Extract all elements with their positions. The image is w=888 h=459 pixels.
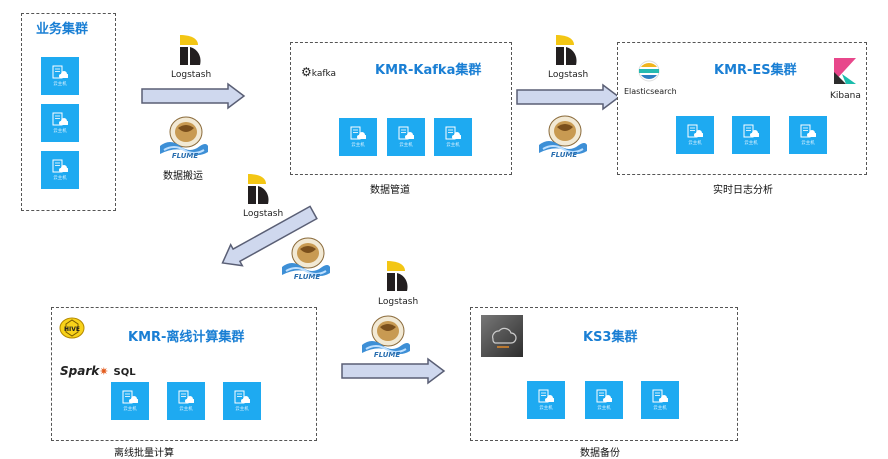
node-label: 云主机 (744, 141, 758, 146)
arrow-kafka-to-offline (221, 205, 318, 267)
host-icon (398, 126, 414, 140)
kafka-cluster: ⚙kafka KMR-Kafka集群 云主机 云主机 云主机 (290, 42, 512, 175)
business-cluster: 业务集群 云主机 云主机 云主机 (21, 13, 116, 211)
logstash-label: Logstash (171, 70, 212, 80)
kafka-icon: ⚙ (301, 65, 312, 79)
offline-node-1: 云主机 (111, 382, 149, 420)
host-icon (52, 112, 68, 126)
svg-text:HIVE: HIVE (64, 326, 80, 333)
node-label: 云主机 (688, 141, 702, 146)
host-icon (178, 390, 194, 404)
arrow-business-to-kafka (141, 82, 246, 110)
kafka-caption: 数据管道 (370, 185, 410, 196)
transfer-caption: 数据搬运 (163, 171, 203, 182)
es-node-3: 云主机 (789, 116, 827, 154)
offline-node-3: 云主机 (223, 382, 261, 420)
logstash-label: Logstash (243, 209, 284, 219)
node-label: 云主机 (653, 406, 667, 411)
flume-icon (537, 111, 589, 159)
business-node-3: 云主机 (41, 151, 79, 189)
offline-cluster: HIVE Spark✷ SQL KMR-离线计算集群 云主机 云主机 云主机 (51, 307, 317, 441)
spark-label: Spark (60, 364, 100, 378)
logstash-label: Logstash (378, 297, 419, 307)
offline-node-2: 云主机 (167, 382, 205, 420)
node-label: 云主机 (123, 407, 137, 412)
logstash-icon (383, 259, 413, 293)
elasticsearch-icon (638, 60, 660, 82)
es-node-2: 云主机 (732, 116, 770, 154)
node-label: 云主机 (539, 406, 553, 411)
host-icon (596, 389, 612, 403)
ks3-storage-icon (481, 315, 523, 357)
logstash-icon (176, 33, 206, 67)
elasticsearch-label: Elasticsearch (624, 87, 677, 96)
logstash-icon (244, 172, 274, 206)
host-icon (800, 124, 816, 138)
flume-icon (158, 112, 210, 160)
kafka-cluster-title: KMR-Kafka集群 (375, 63, 482, 78)
host-icon (234, 390, 250, 404)
host-icon (652, 389, 668, 403)
kafka-node-3: 云主机 (434, 118, 472, 156)
arrow-kafka-to-es (516, 83, 621, 111)
offline-cluster-title: KMR-离线计算集群 (128, 330, 245, 345)
node-label: 云主机 (446, 143, 460, 148)
es-cluster: Elasticsearch KMR-ES集群 Kibana 云主机 云主机 云主… (617, 42, 867, 175)
node-label: 云主机 (179, 407, 193, 412)
business-node-1: 云主机 (41, 57, 79, 95)
host-icon (445, 126, 461, 140)
ks3-cluster-title: KS3集群 (583, 330, 638, 345)
kibana-icon (834, 58, 856, 84)
ks3-caption: 数据备份 (580, 448, 620, 459)
host-icon (52, 159, 68, 173)
hive-icon: HIVE (59, 317, 85, 339)
ks3-node-1: 云主机 (527, 381, 565, 419)
node-label: 云主机 (53, 82, 67, 87)
spark-star-icon: ✷ (99, 365, 109, 378)
es-node-1: 云主机 (676, 116, 714, 154)
spark-sql-logo: Spark✷ SQL (60, 360, 136, 379)
node-label: 云主机 (53, 176, 67, 181)
node-label: 云主机 (53, 129, 67, 134)
business-cluster-title: 业务集群 (36, 22, 89, 37)
arrow-offline-to-ks3 (341, 357, 446, 385)
node-label: 云主机 (801, 141, 815, 146)
offline-caption: 离线批量计算 (114, 448, 174, 459)
host-icon (52, 65, 68, 79)
kafka-logo: ⚙kafka (301, 65, 337, 79)
host-icon (122, 390, 138, 404)
ks3-node-2: 云主机 (585, 381, 623, 419)
host-icon (538, 389, 554, 403)
ks3-cluster: KS3集群 云主机 云主机 云主机 (470, 307, 738, 441)
host-icon (687, 124, 703, 138)
business-node-2: 云主机 (41, 104, 79, 142)
es-cluster-title: KMR-ES集群 (714, 63, 797, 78)
ks3-node-3: 云主机 (641, 381, 679, 419)
kibana-label: Kibana (830, 91, 861, 101)
es-caption: 实时日志分析 (713, 185, 773, 196)
logstash-label: Logstash (548, 70, 589, 80)
flume-icon (280, 233, 332, 281)
sql-label: SQL (113, 367, 136, 378)
flume-icon (360, 311, 412, 359)
logstash-icon (552, 33, 582, 67)
node-label: 云主机 (235, 407, 249, 412)
node-label: 云主机 (399, 143, 413, 148)
kafka-node-2: 云主机 (387, 118, 425, 156)
node-label: 云主机 (351, 143, 365, 148)
node-label: 云主机 (597, 406, 611, 411)
kafka-node-1: 云主机 (339, 118, 377, 156)
host-icon (350, 126, 366, 140)
host-icon (743, 124, 759, 138)
